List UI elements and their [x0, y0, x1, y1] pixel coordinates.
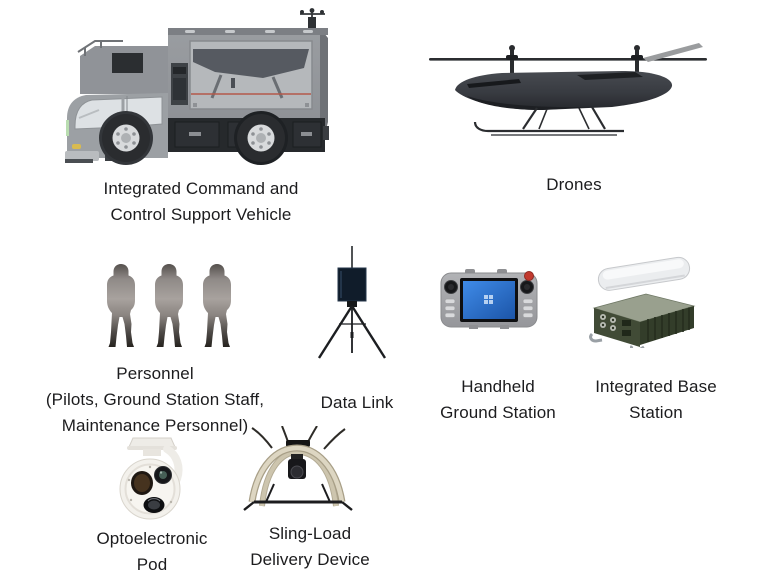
emergency-stop-button — [524, 271, 534, 281]
command-truck-illustration — [65, 6, 337, 168]
thermal-lens — [143, 497, 165, 513]
soldiers-icon — [107, 264, 231, 347]
handheld-ground-station-item: Handheld Ground Station — [428, 266, 568, 426]
main-eo-lens — [131, 471, 153, 495]
tripod-antenna-illustration — [310, 246, 394, 360]
personnel-label: Personnel (Pilots, Ground Station Staff,… — [45, 364, 265, 435]
base-station-box-illustration — [588, 252, 700, 352]
soldier-silhouettes-illustration — [103, 262, 235, 352]
payload-camera — [288, 454, 306, 479]
front-connectors — [600, 314, 631, 336]
radio-box — [337, 267, 367, 302]
soldier-3 — [203, 264, 231, 347]
handheld-gcs-icon — [440, 269, 538, 329]
handheld-ground-station-label: Handheld Ground Station — [440, 377, 556, 422]
controller-screen — [460, 278, 518, 322]
truck-side-window — [189, 40, 313, 110]
sling-load-icon — [243, 425, 353, 511]
command-truck-icon — [65, 8, 329, 165]
truck-overcab — [77, 40, 168, 94]
sling-load-frame-illustration — [242, 425, 354, 514]
drone-rotors — [429, 43, 707, 75]
integrated-base-station-item: Integrated Base Station — [582, 252, 730, 426]
command-vehicle-label: Integrated Command and Control Support V… — [103, 179, 299, 224]
personnel-item: Personnel (Pilots, Ground Station Staff,… — [10, 262, 300, 439]
gimbal-camera-illustration — [117, 436, 187, 522]
side-buttons — [444, 298, 534, 318]
truck-entry-door — [171, 63, 188, 105]
tandem-rotor-drone-illustration — [427, 38, 713, 142]
drones-item: Drones — [418, 38, 730, 198]
drones-label: Drones — [546, 175, 602, 194]
base-station-icon — [589, 256, 696, 352]
right-joystick — [520, 280, 534, 294]
sling-load-delivery-label: Sling-Load Delivery Device — [250, 524, 370, 569]
drone-icon — [429, 43, 707, 136]
station-chassis — [589, 293, 696, 352]
truck-front-wheel — [99, 111, 153, 165]
station-lid — [597, 256, 691, 291]
windows-logo — [484, 295, 493, 304]
soldier-2 — [155, 264, 183, 347]
data-link-item: Data Link — [302, 246, 412, 416]
soldier-1 — [107, 264, 135, 347]
handheld-controller-illustration — [439, 266, 539, 332]
arch-frame — [248, 444, 346, 507]
gimbal-pod-icon — [119, 437, 183, 520]
optoelectronic-pod-item: Optoelectronic Pod — [82, 436, 222, 575]
data-link-label: Data Link — [320, 393, 394, 412]
drone-skids — [473, 106, 624, 136]
pod-mount — [127, 437, 183, 483]
tripod-legs — [317, 301, 387, 359]
command-vehicle-item: Integrated Command and Control Support V… — [56, 6, 346, 228]
left-joystick — [444, 280, 458, 294]
drone-fuselage — [455, 71, 673, 110]
integrated-base-station-label: Integrated Base Station — [595, 377, 717, 422]
cooling-fins — [647, 307, 690, 342]
secondary-camera — [154, 466, 172, 484]
optoelectronic-pod-label: Optoelectronic Pod — [96, 529, 208, 574]
truck-rear-wheel — [234, 111, 288, 165]
sling-load-delivery-item: Sling-Load Delivery Device — [228, 425, 392, 573]
base-bar — [243, 483, 353, 511]
data-link-icon — [317, 246, 387, 359]
